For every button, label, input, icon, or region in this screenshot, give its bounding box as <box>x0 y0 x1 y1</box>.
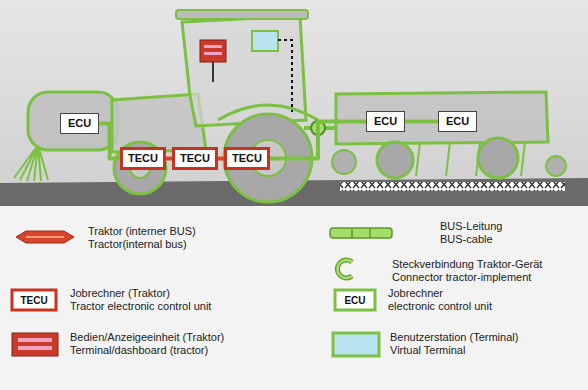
ecu-sample <box>335 290 375 310</box>
legend-text: Jobrechner (Traktor) <box>70 287 170 300</box>
legend-text: Jobrechner <box>388 287 443 300</box>
legend-sample-label: ECU <box>335 290 375 310</box>
tractor-ecu-box: TECU <box>120 147 166 170</box>
front-wheel <box>114 142 166 194</box>
rear-fender <box>218 105 318 120</box>
tractor-ecu-box: TECU <box>172 147 218 170</box>
legend-text: Tractor electronic control unit <box>70 300 211 313</box>
legend-text: Terminal/dashboard (tractor) <box>70 344 208 357</box>
legend-text: Bedien/Anzeigeeinheit (Traktor) <box>70 331 224 344</box>
bus-cable <box>270 122 366 159</box>
ecu-box: ECU <box>366 111 405 132</box>
virtual-terminal-sample <box>333 333 379 356</box>
node-text: ECU <box>446 115 469 128</box>
tractor-terminal <box>200 40 226 62</box>
ecu-box: ECU <box>60 113 99 134</box>
legend-sample-label: TECU <box>12 290 56 310</box>
legend-swatches <box>12 228 392 356</box>
implement-wheel <box>478 138 518 178</box>
cab-roof <box>176 10 308 19</box>
dashboard-sample <box>12 333 58 356</box>
disc-coulter <box>332 150 356 174</box>
bus-cable-sample <box>330 228 392 238</box>
bus-cable <box>99 124 120 159</box>
legend-text: electronic control unit <box>388 300 492 313</box>
legend-text: Virtual Terminal <box>390 344 465 357</box>
node-text: TECU <box>180 152 210 165</box>
terminal-stripe <box>204 52 222 55</box>
legend-text: BUS-cable <box>440 233 493 246</box>
legend-text: Benutzerstation (Terminal) <box>390 331 518 344</box>
dashboard-sample-stripe <box>18 338 52 342</box>
scene-background <box>0 0 588 206</box>
tecu-sample <box>12 290 56 310</box>
legend-text: Steckverbindung Traktor-Gerät <box>392 258 542 271</box>
ecu-box: ECU <box>438 111 477 132</box>
legend-text: Traktor (interner BUS) <box>88 225 196 238</box>
tractor-ecu-box: TECU <box>224 147 270 170</box>
connector-sample <box>337 260 352 278</box>
bus-cable <box>405 120 438 124</box>
implement-wheel <box>377 142 413 178</box>
terminal-cable <box>278 40 292 112</box>
legend-text: Connector tractor-implement <box>392 271 531 284</box>
terminal-stripe <box>204 45 222 48</box>
legend-text: Tractor(internal bus) <box>88 238 187 251</box>
dashboard-sample-stripe <box>18 346 52 350</box>
internal-bus-sample-stripe <box>26 236 64 238</box>
press-roller <box>546 156 566 176</box>
virtual-terminal <box>252 31 278 51</box>
node-text: TECU <box>128 152 158 165</box>
seed-row <box>340 182 565 191</box>
implement-frame <box>336 92 548 144</box>
connector-sample-inner <box>337 260 352 278</box>
bus-cable-sample-joints <box>352 228 370 238</box>
front-tank <box>28 92 118 150</box>
node-text: TECU <box>232 152 262 165</box>
internal-bus-sample <box>16 231 74 243</box>
terminal-stand <box>212 62 214 82</box>
node-text: ECU <box>374 115 397 128</box>
legend-text: BUS-Leitung <box>440 220 502 233</box>
node-text: ECU <box>68 117 91 130</box>
